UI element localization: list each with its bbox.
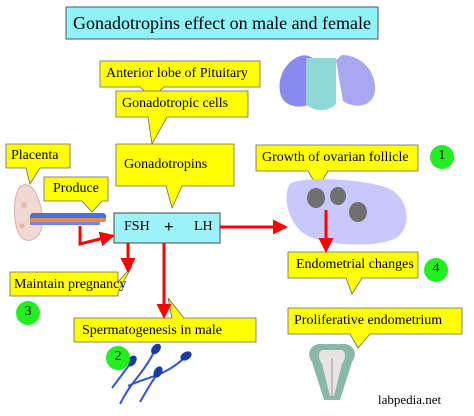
badge-3-number: 3 bbox=[24, 304, 32, 319]
endometrial-changes-label: Endometrial changes bbox=[296, 257, 414, 272]
badge-1 bbox=[430, 145, 454, 169]
badge-1-number: 1 bbox=[438, 148, 446, 163]
placenta-icon bbox=[14, 184, 106, 241]
fsh-label: FSH bbox=[124, 219, 150, 234]
badge-2 bbox=[106, 346, 130, 370]
proliferative-callout bbox=[287, 307, 463, 349]
endometrium-icon bbox=[309, 344, 355, 400]
gonadotropic-cells-callout bbox=[115, 90, 249, 146]
title: Gonadotropins effect on male and female bbox=[72, 13, 372, 33]
badge-3 bbox=[16, 301, 40, 325]
badge-2-number: 2 bbox=[114, 349, 122, 364]
produce-arrow bbox=[78, 226, 115, 247]
sperm-icon bbox=[111, 343, 192, 405]
placenta-label: Placenta bbox=[11, 148, 59, 163]
gonadotropins-label: Gonadotropins bbox=[124, 157, 208, 172]
watermark: labpedia.net bbox=[378, 392, 442, 407]
endometrial-callout bbox=[287, 251, 419, 295]
maintain-pregnancy-label: Maintain pregnancy bbox=[14, 277, 127, 292]
badge-4-number: 4 bbox=[432, 261, 440, 276]
title-box bbox=[65, 6, 379, 40]
pituitary-label: Anterior lobe of Pituitary bbox=[106, 66, 248, 81]
pituitary-gland-icon bbox=[279, 55, 376, 110]
ovary-icon bbox=[286, 179, 407, 245]
lh-label: LH bbox=[194, 219, 213, 234]
spermatogenesis-label: Spermatogenesis in male bbox=[82, 323, 222, 338]
proliferative-label: Proliferative endometrium bbox=[294, 313, 443, 328]
fsh-lh-box bbox=[113, 212, 221, 244]
pregnancy-callout bbox=[9, 265, 133, 297]
gonadotropic-cells-label: Gonadotropic cells bbox=[122, 96, 229, 111]
gonadotropins-callout bbox=[115, 143, 235, 210]
produce-callout bbox=[43, 176, 109, 213]
placenta-callout bbox=[5, 143, 71, 186]
badge-4 bbox=[424, 258, 448, 282]
follicle-growth-label: Growth of ovarian follicle bbox=[262, 150, 409, 165]
plus-label: + bbox=[164, 217, 174, 236]
produce-label: Produce bbox=[53, 181, 99, 196]
